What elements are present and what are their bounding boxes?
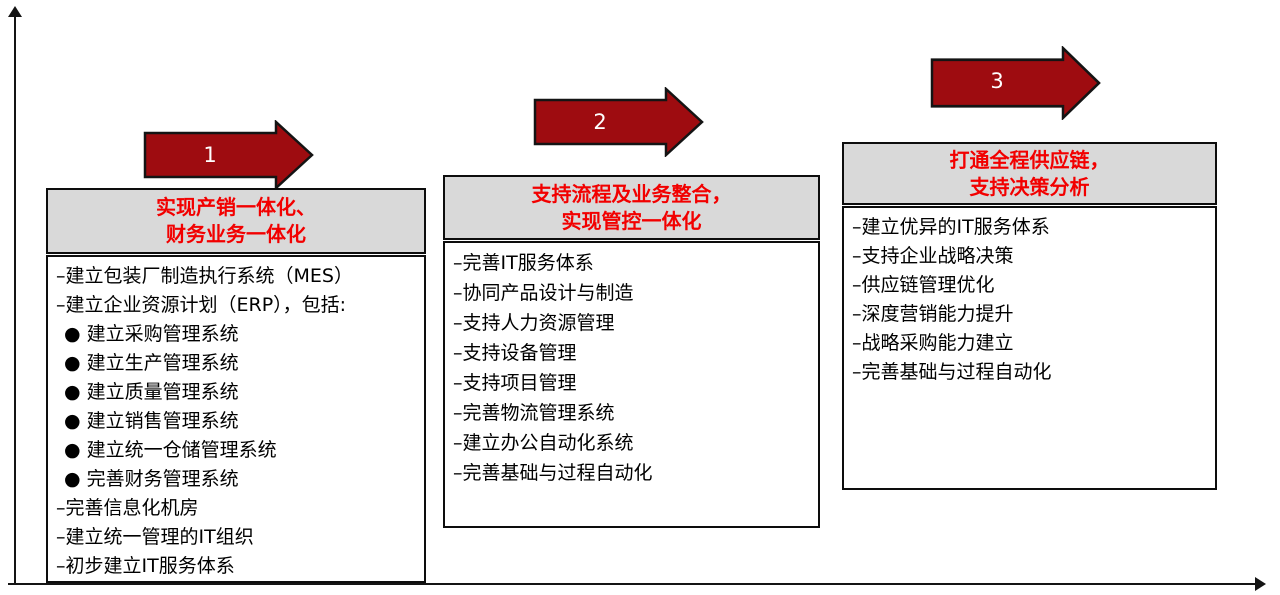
phase-2-box: 支持流程及业务整合， 实现管控一体化 –完善IT服务体系 –协同产品设计与制造 … [443,175,820,528]
y-axis-line [14,12,16,584]
phase-2-item: –完善基础与过程自动化 [453,462,653,484]
phase-1-number: 1 [203,142,217,167]
phase-3-item: –建立优异的IT服务体系 [852,216,1050,238]
phase-3-header: 打通全程供应链， 支持决策分析 [842,142,1217,205]
phase-1-item: –建立统一管理的IT组织 [56,526,254,548]
phase-3-item: –完善基础与过程自动化 [852,361,1052,383]
phase-1-box: 实现产销一体化、 财务业务一体化 –建立包装厂制造执行系统（MES） –建立企业… [46,188,426,583]
block-arrow-icon [533,87,704,157]
phase-2-item: –支持项目管理 [453,372,577,394]
phase-1-item: –建立包装厂制造执行系统（MES） [56,265,353,287]
phase-2-item: –建立办公自动化系统 [453,432,634,454]
y-axis-arrowhead-icon [8,6,22,17]
phase-1-item-list: –建立包装厂制造执行系统（MES） –建立企业资源计划（ERP），包括: ● 建… [46,255,426,583]
phase-1-item: ● 建立采购管理系统 [64,323,239,345]
phase-2-item: –支持设备管理 [453,342,577,364]
phase-1-arrow: 1 [143,120,315,190]
phase-2-title-line2: 实现管控一体化 [561,208,702,233]
phase-3-number: 3 [990,68,1004,93]
phase-1-item: –初步建立IT服务体系 [56,555,235,577]
phase-3-box: 打通全程供应链， 支持决策分析 –建立优异的IT服务体系 –支持企业战略决策 –… [842,142,1217,490]
phase-3-item: –深度营销能力提升 [852,303,1014,325]
phase-2-item: –支持人力资源管理 [453,312,615,334]
block-arrow-icon [143,120,314,190]
phase-1-item: ● 建立统一仓储管理系统 [64,439,277,461]
phase-2-number: 2 [593,109,607,134]
phase-2-item: –完善物流管理系统 [453,402,615,424]
phase-3-title-line2: 支持决策分析 [969,174,1090,199]
block-arrow-icon [930,46,1101,120]
phase-1-item: –建立企业资源计划（ERP），包括: [56,294,347,316]
phase-2-title-line1: 支持流程及业务整合， [531,181,732,206]
x-axis-line [8,583,1258,585]
phase-3-item-list: –建立优异的IT服务体系 –支持企业战略决策 –供应链管理优化 –深度营销能力提… [842,206,1217,490]
phase-2-arrow: 2 [533,87,705,157]
phase-3-arrow: 3 [930,46,1102,120]
phase-1-item: –完善信息化机房 [56,497,199,519]
phase-2-item-list: –完善IT服务体系 –协同产品设计与制造 –支持人力资源管理 –支持设备管理 –… [443,241,820,528]
phase-1-header: 实现产销一体化、 财务业务一体化 [46,188,426,254]
phase-1-title-line1: 实现产销一体化、 [156,195,316,219]
phase-3-item: –供应链管理优化 [852,274,995,296]
phase-1-item: ● 建立质量管理系统 [64,381,239,403]
phase-1-item: ● 完善财务管理系统 [64,468,239,490]
phase-2-item: –完善IT服务体系 [453,252,594,274]
x-axis-arrowhead-icon [1255,577,1266,591]
phase-1-item: ● 建立生产管理系统 [64,352,239,374]
phase-3-title-line1: 打通全程供应链， [949,147,1110,172]
phase-1-item: ● 建立销售管理系统 [64,410,239,432]
phase-2-header: 支持流程及业务整合， 实现管控一体化 [443,175,820,240]
phase-3-item: –战略采购能力建立 [852,332,1014,354]
phase-3-item: –支持企业战略决策 [852,245,1014,267]
phase-1-title-line2: 财务业务一体化 [166,222,306,246]
phase-2-item: –协同产品设计与制造 [453,282,634,304]
